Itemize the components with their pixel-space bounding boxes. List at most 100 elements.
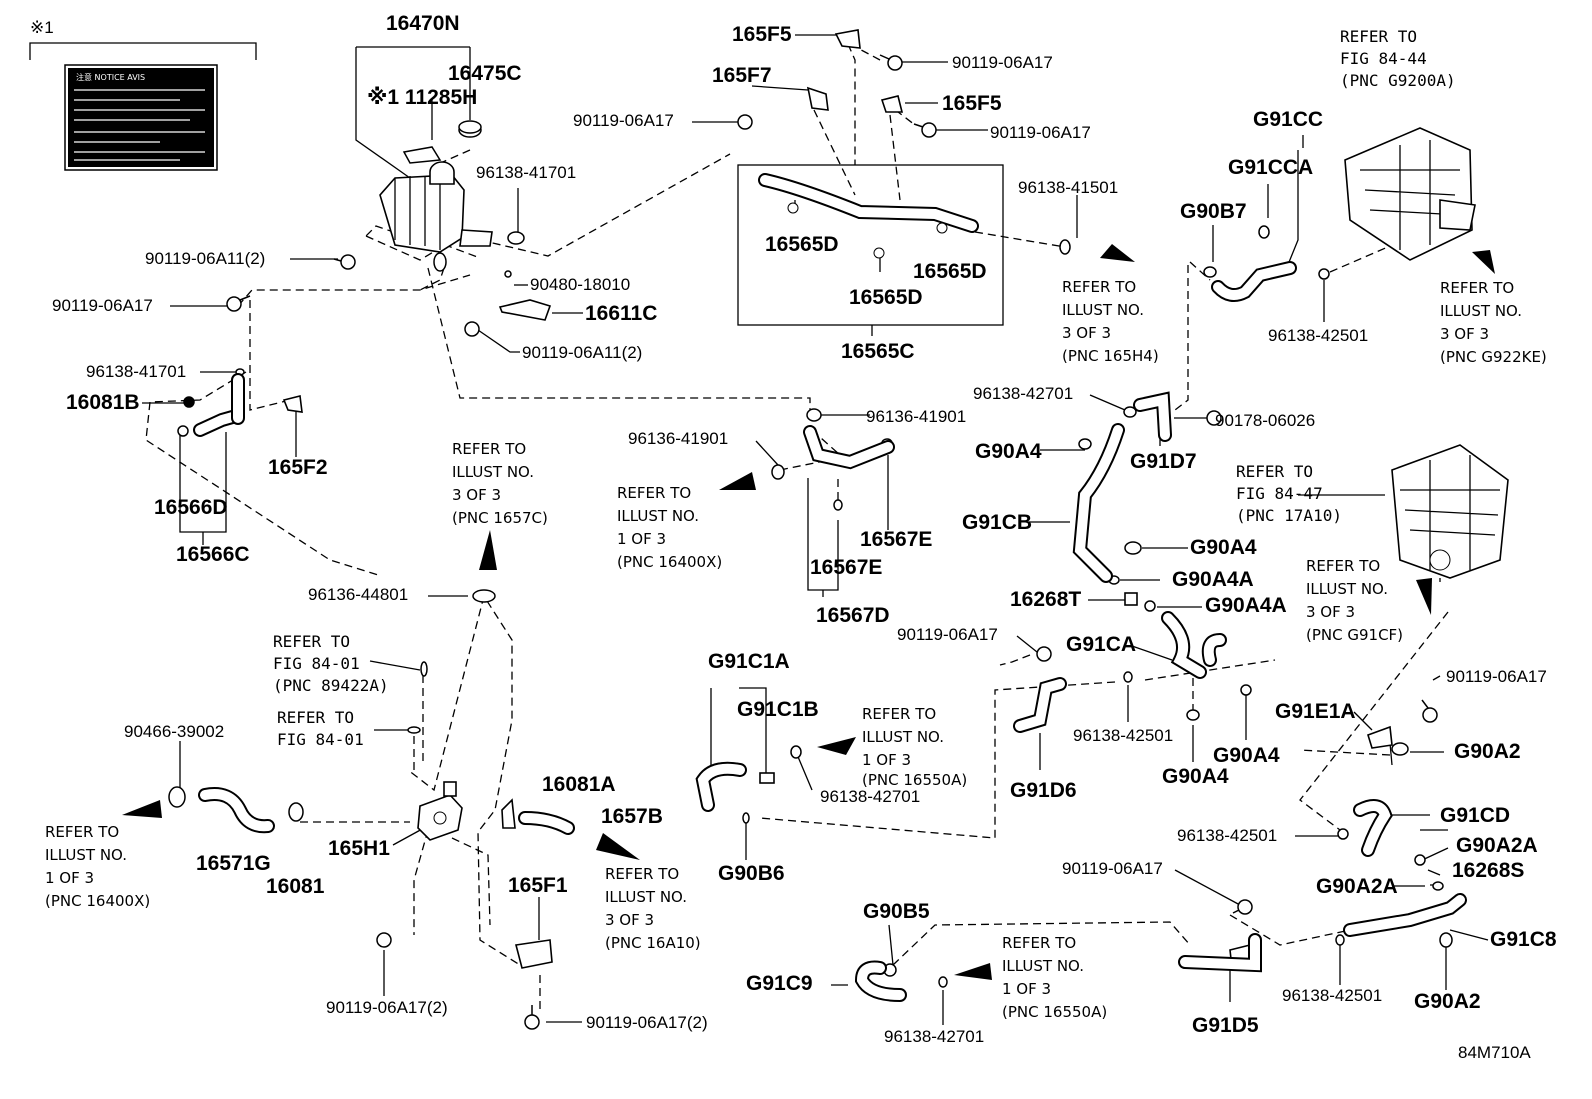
part-label: G91C1A — [708, 650, 790, 673]
part-label: 96138-42701 — [884, 1027, 984, 1046]
svg-text:REFER TO: REFER TO — [1440, 279, 1514, 297]
part-label: 90480-18010 — [530, 275, 630, 294]
svg-text:(PNC 165H4): (PNC 165H4) — [1062, 347, 1159, 365]
svg-text:3 OF 3: 3 OF 3 — [1440, 325, 1489, 343]
part-label: 16081 — [266, 875, 325, 898]
note-marker: ※1 — [30, 18, 54, 37]
svg-text:1 OF 3: 1 OF 3 — [617, 530, 666, 548]
part-label: 16567D — [816, 604, 890, 627]
svg-text:(PNC G922KE): (PNC G922KE) — [1440, 348, 1547, 366]
part-label: 1657B — [601, 805, 663, 828]
part-label: 90119-06A17 — [897, 625, 998, 644]
reference-arrows — [122, 244, 1495, 980]
part-label: 96138-42701 — [820, 787, 920, 806]
part-label: 96138-42701 — [973, 384, 1073, 403]
svg-text:ILLUST NO.: ILLUST NO. — [862, 728, 944, 746]
arrow-icon — [1472, 250, 1495, 274]
svg-text:REFER TO: REFER TO — [277, 708, 354, 727]
part-label: 16565D — [913, 260, 987, 283]
arrow-icon — [719, 472, 756, 490]
svg-text:(PNC 16400X): (PNC 16400X) — [617, 553, 722, 571]
part-label: G90B5 — [863, 900, 930, 923]
svg-text:FIG 84-44: FIG 84-44 — [1340, 49, 1427, 68]
part-label: 96138-42501 — [1073, 726, 1173, 745]
part-label: G90B6 — [718, 862, 785, 885]
part-label: 165F5 — [942, 92, 1002, 115]
svg-text:ILLUST NO.: ILLUST NO. — [617, 507, 699, 525]
part-label: 90119-06A17 — [952, 53, 1053, 72]
svg-text:(PNC 89422A): (PNC 89422A) — [273, 676, 389, 695]
svg-text:3 OF 3: 3 OF 3 — [1306, 603, 1355, 621]
arrow-icon — [479, 530, 497, 570]
svg-text:3 OF 3: 3 OF 3 — [452, 486, 501, 504]
part-label: 96138-42501 — [1268, 326, 1368, 345]
part-label: 165F1 — [508, 874, 568, 897]
part-label: G90A4 — [1190, 536, 1257, 559]
reference-note: REFER TO ILLUST NO. 3 OF 3 (PNC 165H4) — [1062, 278, 1159, 365]
svg-text:REFER TO: REFER TO — [273, 632, 350, 651]
svg-text:ILLUST NO.: ILLUST NO. — [45, 846, 127, 864]
part-label: G90A2 — [1454, 740, 1521, 763]
svg-text:3 OF 3: 3 OF 3 — [605, 911, 654, 929]
svg-text:1 OF 3: 1 OF 3 — [862, 751, 911, 769]
svg-text:1 OF 3: 1 OF 3 — [45, 869, 94, 887]
part-label: G90A2A — [1456, 834, 1538, 857]
part-number-labels: ※1 16470N 16475C ※1 11285H 96138-41701 9… — [30, 12, 1557, 1062]
reference-note: REFER TO ILLUST NO. 3 OF 3 (PNC 1657C) — [452, 440, 548, 527]
part-label: G91D7 — [1130, 450, 1197, 473]
part-label: 90119-06A17 — [52, 296, 153, 315]
part-label: ※1 11285H — [367, 86, 477, 109]
part-label: 96138-41701 — [86, 362, 186, 381]
part-label: 16268T — [1010, 588, 1081, 611]
part-label: 90119-06A11(2) — [145, 249, 265, 268]
label-card-header: 注意 NOTICE AVIS — [76, 72, 145, 82]
part-label: 165F5 — [732, 23, 792, 46]
arrow-icon — [596, 833, 640, 860]
arrow-icon — [1100, 244, 1135, 262]
svg-text:REFER TO: REFER TO — [862, 705, 936, 723]
part-label: G91C9 — [746, 972, 813, 995]
part-label: G91C1B — [737, 698, 819, 721]
part-label: 16567E — [810, 556, 882, 579]
svg-text:3 OF 3: 3 OF 3 — [1062, 324, 1111, 342]
part-label: 16611C — [585, 302, 657, 325]
part-label: 96136-41901 — [628, 429, 728, 448]
svg-text:(PNC G91CF): (PNC G91CF) — [1306, 626, 1403, 644]
part-label: G91CC — [1253, 108, 1323, 131]
reference-note: REFER TO ILLUST NO. 3 OF 3 (PNC 16A10) — [605, 865, 701, 952]
part-label: 16470N — [386, 12, 460, 35]
part-label: 16567E — [860, 528, 932, 551]
part-label: G90A4A — [1205, 594, 1287, 617]
reference-note: REFER TO ILLUST NO. 1 OF 3 (PNC 16550A) — [1002, 934, 1107, 1021]
arrow-icon — [954, 963, 992, 980]
arrow-icon — [122, 800, 162, 818]
part-label: G91CCA — [1228, 156, 1313, 179]
svg-text:ILLUST NO.: ILLUST NO. — [1440, 302, 1522, 320]
reference-notes: REFER TO FIG 84-44 (PNC G9200A) REFER TO… — [45, 27, 1547, 1021]
part-label: G91CB — [962, 511, 1032, 534]
reference-note: REFER TO FIG 84-01 — [277, 708, 364, 749]
reference-note: REFER TO ILLUST NO. 1 OF 3 (PNC 16550A) — [862, 705, 967, 789]
part-label: 90119-06A17 — [573, 111, 674, 130]
part-label: 16566D — [154, 496, 228, 519]
part-label: G91D5 — [1192, 1014, 1259, 1037]
svg-text:(PNC 1657C): (PNC 1657C) — [452, 509, 548, 527]
part-illustrations: 注意 NOTICE AVIS — [64, 29, 1509, 1030]
reference-note: REFER TO FIG 84-44 (PNC G9200A) — [1340, 27, 1456, 90]
reference-note: REFER TO ILLUST NO. 1 OF 3 (PNC 16400X) — [617, 484, 722, 571]
transaxle-assembly-icon — [1391, 444, 1509, 579]
svg-text:REFER TO: REFER TO — [452, 440, 526, 458]
part-label: G90A4A — [1172, 568, 1254, 591]
part-label: 96138-42501 — [1282, 986, 1382, 1005]
inverter-assembly-icon — [1344, 127, 1476, 261]
part-label: 16565D — [849, 286, 923, 309]
svg-text:FIG 84-01: FIG 84-01 — [273, 654, 360, 673]
part-label: 90119-06A17 — [990, 123, 1091, 142]
part-label: 16565C — [841, 340, 915, 363]
reference-note: REFER TO ILLUST NO. 3 OF 3 (PNC G91CF) — [1306, 557, 1403, 644]
svg-text:ILLUST NO.: ILLUST NO. — [605, 888, 687, 906]
svg-text:1 OF 3: 1 OF 3 — [1002, 980, 1051, 998]
svg-text:(PNC 16550A): (PNC 16550A) — [1002, 1003, 1107, 1021]
arrow-icon — [1416, 578, 1432, 615]
part-label: 16268S — [1452, 859, 1524, 882]
